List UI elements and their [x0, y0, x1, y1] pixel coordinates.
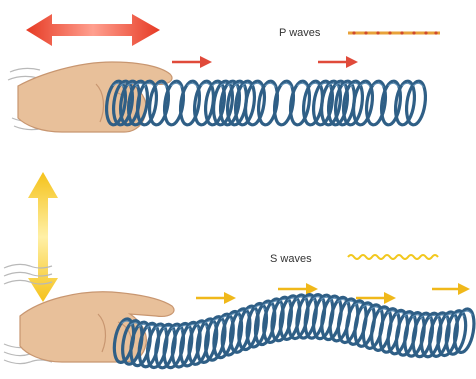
propagation-arrow-icon — [432, 283, 470, 295]
p-wave-push-arrows — [172, 56, 358, 68]
s-wave-hand — [20, 292, 174, 362]
s-wave-legend-label: S waves — [270, 253, 312, 265]
propagation-arrow-icon — [278, 283, 318, 295]
s-wave-legend-swatch — [348, 255, 438, 259]
spring-coil — [404, 80, 428, 126]
p-wave-legend-label: P waves — [279, 27, 321, 39]
push-arrow-icon — [318, 56, 358, 68]
push-arrow-icon — [172, 56, 212, 68]
p-wave-slinky-spring — [104, 80, 428, 126]
s-wave-panel: S waves — [4, 172, 476, 369]
propagation-arrow-icon — [196, 292, 236, 304]
p-wave-legend-swatch — [348, 31, 440, 34]
p-wave-panel: P waves — [8, 14, 440, 132]
horizontal-double-arrow-icon — [26, 14, 160, 46]
